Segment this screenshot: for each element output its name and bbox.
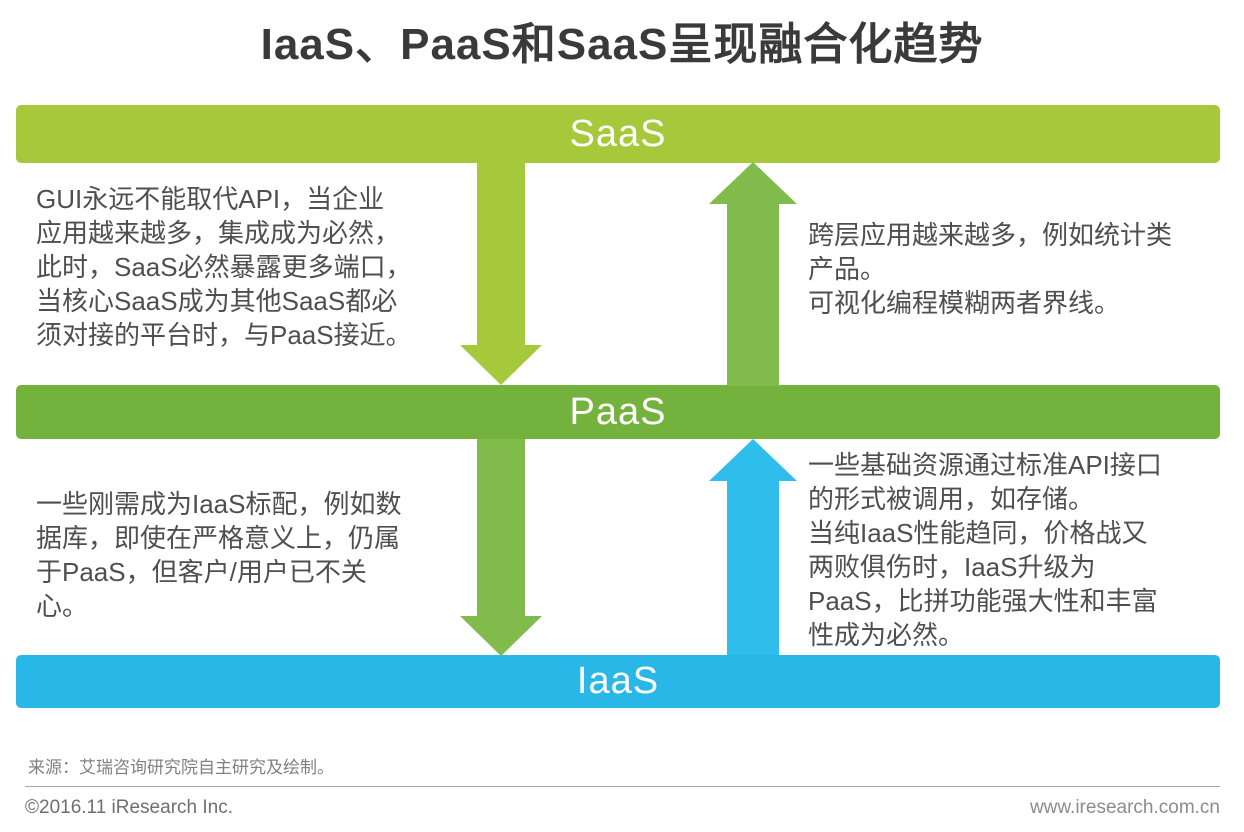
annotation-paas-iaas-right: 一些基础资源通过标准API接口 的形式被调用，如存储。 当纯IaaS性能趋同，价… — [808, 450, 1162, 650]
arrow-shaft — [727, 204, 779, 386]
arrow-head — [460, 345, 542, 385]
website-url: www.iresearch.com.cn — [1029, 797, 1220, 818]
arrow-head — [709, 439, 797, 481]
paas-to-iaas-arrow-down-icon — [460, 439, 542, 656]
source-note: 来源：艾瑞咨询研究院自主研究及绘制。 — [28, 758, 334, 777]
arrow-head — [709, 162, 797, 204]
paas-layer-bar: PaaS — [16, 385, 1220, 439]
paas-layer-label: PaaS — [569, 390, 667, 433]
iaas-layer-bar: IaaS — [16, 655, 1220, 708]
arrow-shaft — [477, 439, 525, 616]
annotation-paas-iaas-left: 一些刚需成为IaaS标配，例如数 据库，即使在严格意义上，仍属 于PaaS，但客… — [36, 489, 402, 621]
arrow-shaft — [727, 481, 779, 655]
annotation-saas-paas-left: GUI永远不能取代API，当企业 应用越来越多，集成成为必然， 此时，SaaS必… — [36, 184, 412, 350]
iaas-layer-label: IaaS — [576, 660, 660, 702]
arrow-head — [460, 616, 542, 656]
arrow-shaft — [477, 162, 525, 345]
page-title: IaaS、PaaS和SaaS呈现融合化趋势 — [260, 20, 984, 69]
iaas-to-paas-arrow-up-icon — [709, 439, 797, 655]
annotation-saas-paas-right: 跨层应用越来越多，例如统计类 产品。 可视化编程模糊两者界线。 — [808, 220, 1173, 318]
footer-divider — [25, 786, 1220, 787]
copyright-text: ©2016.11 iResearch Inc. — [25, 797, 233, 818]
saas-layer-label: SaaS — [569, 112, 667, 155]
saas-layer-bar: SaaS — [16, 105, 1220, 163]
saas-to-paas-arrow-down-icon — [460, 162, 542, 385]
paas-to-saas-arrow-up-icon — [709, 162, 797, 386]
